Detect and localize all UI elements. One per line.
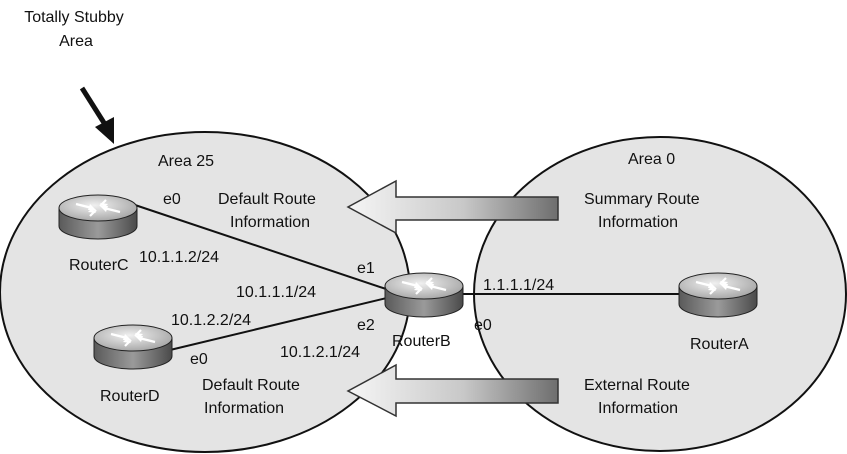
router-c-icon[interactable]	[57, 193, 139, 241]
router-d-name: RouterD	[100, 388, 160, 405]
arrow-top-right-line-2: Information	[598, 214, 678, 231]
router-b-e2-address: 10.1.2.1/24	[280, 344, 360, 361]
router-d-address: 10.1.2.2/24	[171, 312, 251, 329]
router-b-e0-address: 1.1.1.1/24	[483, 277, 554, 294]
link-d-b	[169, 295, 396, 351]
router-d-e0-label: e0	[190, 351, 208, 368]
router-c-name: RouterC	[69, 257, 129, 274]
callout-line-1: Totally Stubby	[24, 9, 124, 26]
arrow-top	[346, 179, 559, 235]
arrow-bottom-left-line-1: Default Route	[202, 377, 300, 394]
callout-line-2: Area	[59, 33, 93, 50]
link-c-b	[134, 204, 396, 293]
arrow-top-left-line-2: Information	[230, 214, 310, 231]
router-a-icon[interactable]	[677, 271, 759, 319]
area-0-label: Area 0	[628, 151, 675, 168]
router-b-e0-label: e0	[474, 317, 492, 334]
router-b-icon[interactable]	[383, 271, 465, 319]
arrow-bottom-right-line-2: Information	[598, 400, 678, 417]
router-b-e2-label: e2	[357, 317, 375, 334]
arrow-bottom-right-line-1: External Route	[584, 377, 690, 394]
arrow-bottom	[346, 363, 559, 418]
area-25-label: Area 25	[158, 153, 214, 170]
arrow-bottom-left-line-2: Information	[204, 400, 284, 417]
arrow-top-right-line-1: Summary Route	[584, 191, 700, 208]
callout-arrow-head	[95, 117, 114, 144]
router-c-e0-label: e0	[163, 191, 181, 208]
router-a-name: RouterA	[690, 336, 749, 353]
router-c-address: 10.1.1.2/24	[139, 249, 219, 266]
router-d-icon[interactable]	[92, 323, 174, 371]
router-b-e1-label: e1	[357, 260, 375, 277]
callout-arrow-shaft	[79, 86, 109, 128]
router-b-e1-address: 10.1.1.1/24	[236, 284, 316, 301]
router-b-name: RouterB	[392, 333, 451, 350]
arrow-top-left-line-1: Default Route	[218, 191, 316, 208]
